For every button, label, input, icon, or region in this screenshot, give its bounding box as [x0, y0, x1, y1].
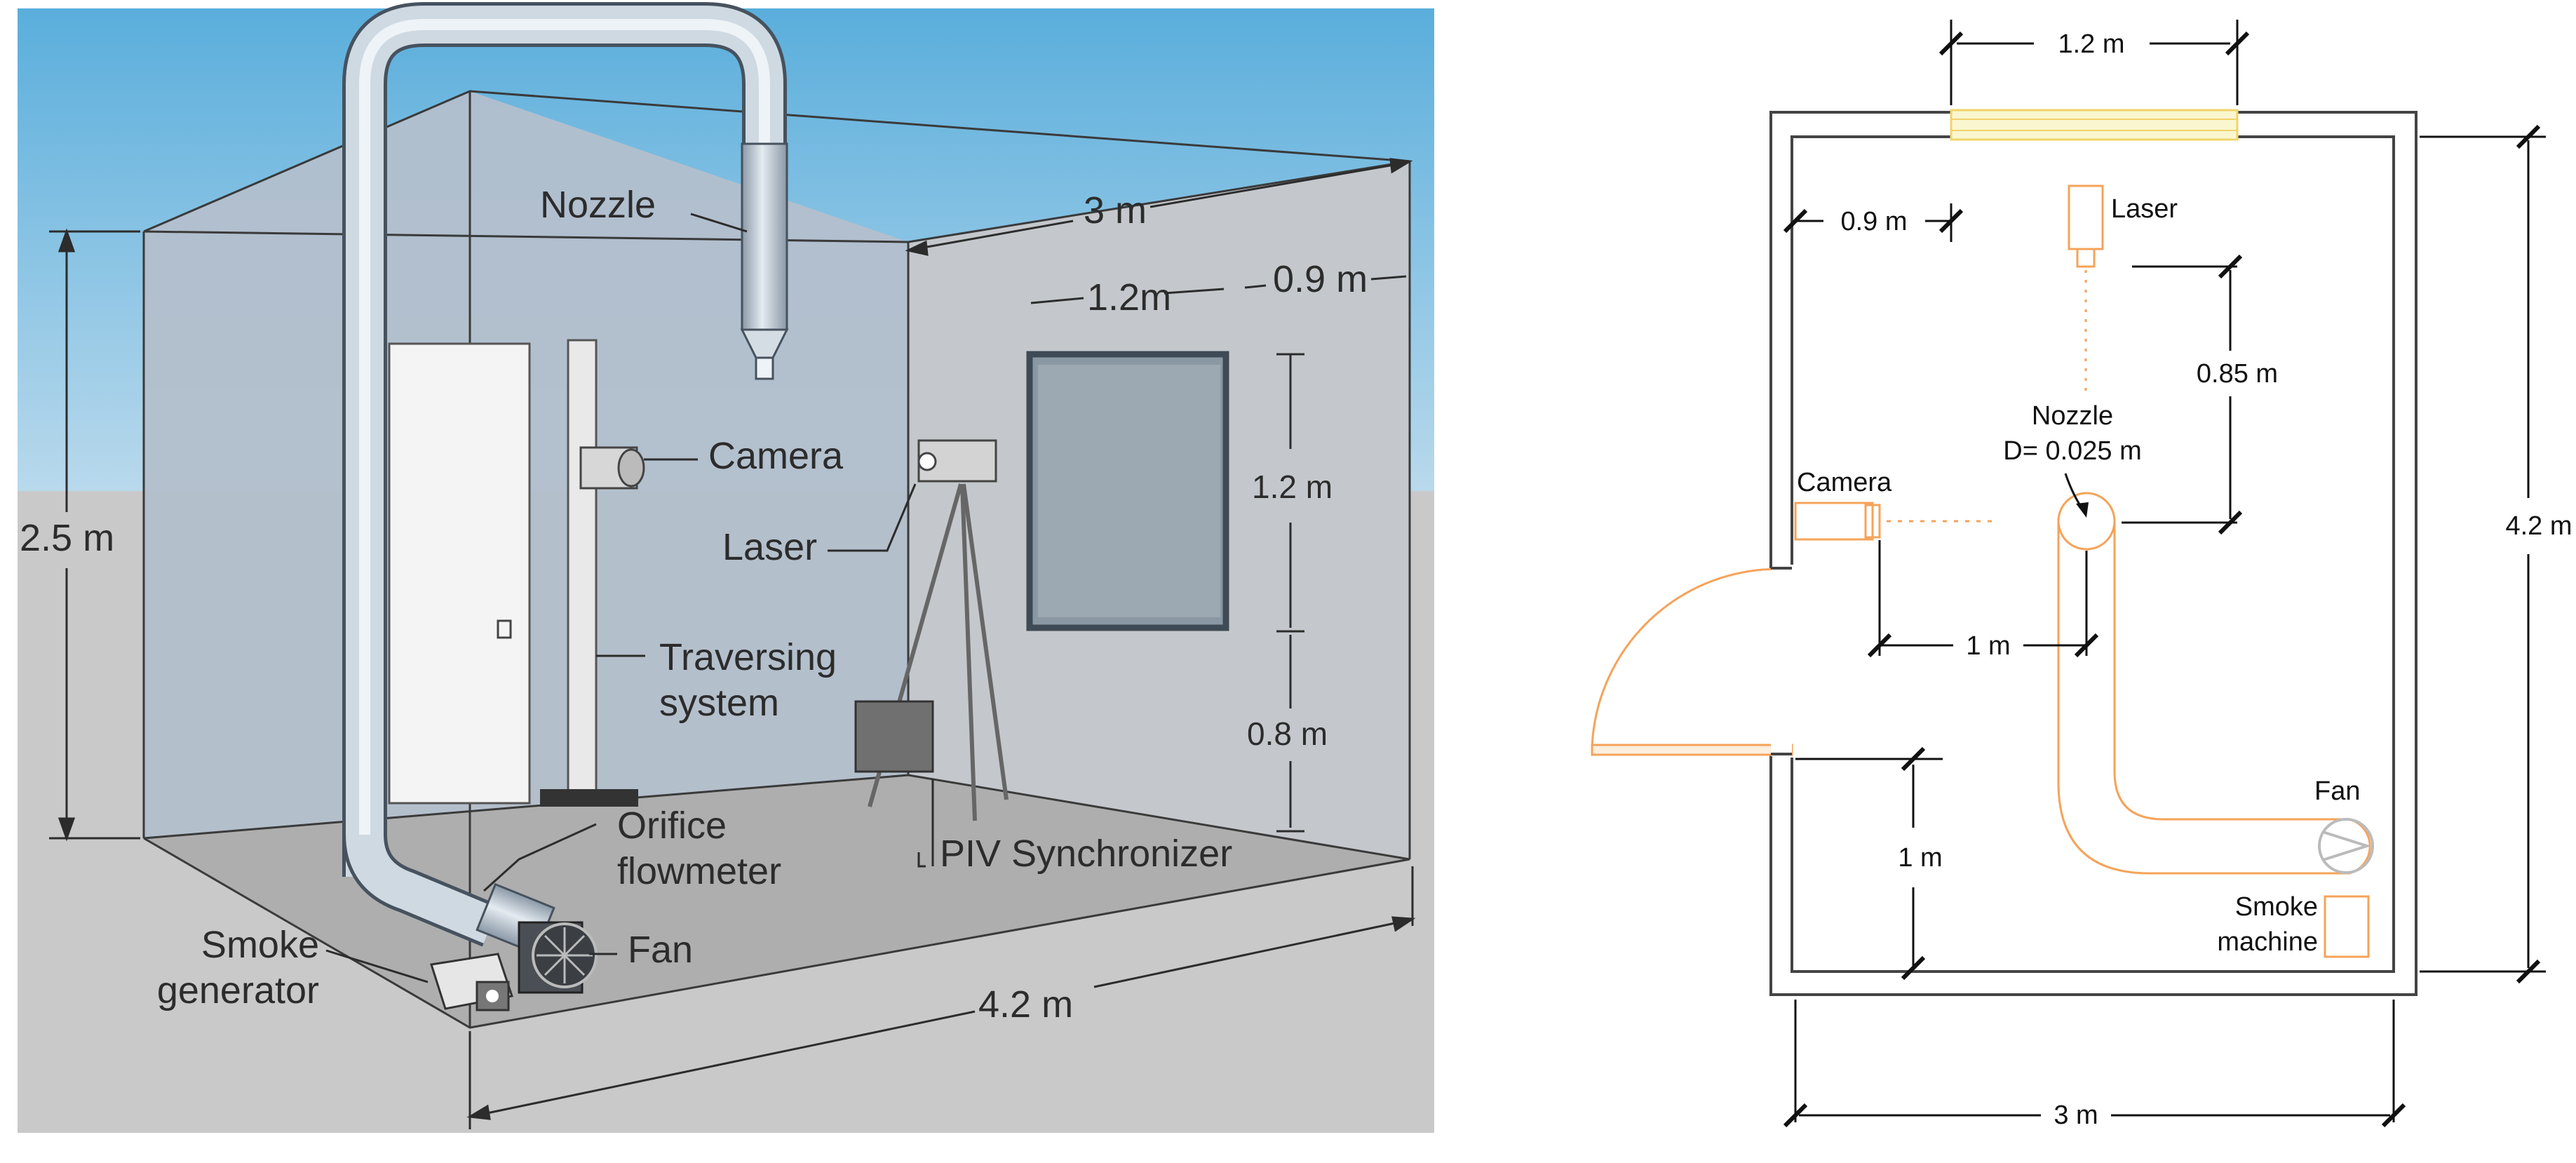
plan-label-laser: Laser — [2111, 194, 2178, 224]
perspective-dimension-lines — [49, 158, 1416, 1129]
dim-length: 4.2 m — [978, 983, 1073, 1026]
plan-fan — [2318, 818, 2374, 874]
label-piv-synchronizer: PIV Synchronizer — [940, 833, 1232, 875]
dim-width: 3 m — [1084, 189, 1147, 231]
plan-camera — [1794, 502, 1992, 541]
traversing-base — [540, 789, 638, 807]
dim-window-height: 1.2 m — [1252, 469, 1333, 505]
smoke-generator — [430, 953, 513, 1011]
laser-tripod — [868, 439, 1009, 821]
dim-sill-height: 0.8 m — [1247, 715, 1328, 752]
door — [388, 342, 531, 805]
plan-view: Laser Nozzle D= 0.025 m Camera Fan Smoke… — [1591, 20, 2572, 1130]
fan — [518, 921, 598, 994]
camera — [579, 446, 645, 490]
plan-window — [1950, 109, 2239, 141]
label-camera: Camera — [708, 435, 844, 477]
plan-label-nozzle-diameter: D= 0.025 m — [2003, 436, 2142, 466]
duct — [342, 2, 787, 947]
plan-label-smoke-line1: Smoke — [2235, 892, 2318, 922]
plan-dim-laser-nozzle: 0.85 m — [2197, 359, 2278, 389]
plan-dim-window-width: 1.2 m — [2058, 29, 2124, 59]
plan-label-camera: Camera — [1797, 468, 1892, 497]
plan-laser — [2068, 184, 2104, 393]
label-orifice-line2: flowmeter — [617, 850, 781, 892]
plan-label-smoke-line2: machine — [2217, 927, 2318, 957]
perspective-leader-lines — [325, 213, 934, 983]
plan-duct — [2057, 492, 2371, 875]
plan-dim-width: 3 m — [2054, 1101, 2098, 1130]
nozzle — [740, 142, 789, 380]
plan-smoke-machine — [2324, 895, 2370, 958]
label-laser: Laser — [722, 526, 817, 568]
room-walls — [1769, 111, 2417, 996]
dim-window-offset: 0.9 m — [1273, 258, 1368, 300]
plan-label-fan: Fan — [2314, 777, 2360, 806]
plan-dim-camera-nozzle: 1 m — [1966, 631, 2010, 661]
piv-synchronizer — [854, 700, 934, 773]
label-nozzle: Nozzle — [540, 184, 656, 226]
plan-door — [1591, 567, 1793, 756]
label-orifice-line1: Orifice — [617, 805, 727, 847]
perspective-view: Nozzle Camera Laser Traversing system Or… — [18, 2, 1434, 1133]
plan-dim-length: 4.2 m — [2505, 511, 2572, 541]
plan-dimension-lines — [1794, 20, 2546, 1122]
label-traversing-line1: Traversing — [659, 636, 837, 678]
plan-dim-door-offset: 1 m — [1898, 843, 1942, 873]
dim-height: 2.5 m — [20, 517, 114, 559]
dim-window-width: 1.2m — [1087, 276, 1171, 318]
label-fan: Fan — [628, 929, 693, 971]
window-glare — [1038, 365, 1220, 617]
label-traversing-line2: system — [659, 682, 779, 724]
label-smoke-line2: generator — [157, 969, 319, 1011]
plan-tick-marks — [1783, 31, 2541, 1128]
door-handle — [497, 619, 512, 639]
plan-label-nozzle: Nozzle — [2032, 401, 2113, 431]
plan-dim-window-offset: 0.9 m — [1840, 207, 1907, 236]
traversing-column — [567, 339, 598, 798]
plan-nozzle-arrow — [2076, 502, 2089, 518]
label-smoke-line1: Smoke — [201, 924, 319, 966]
